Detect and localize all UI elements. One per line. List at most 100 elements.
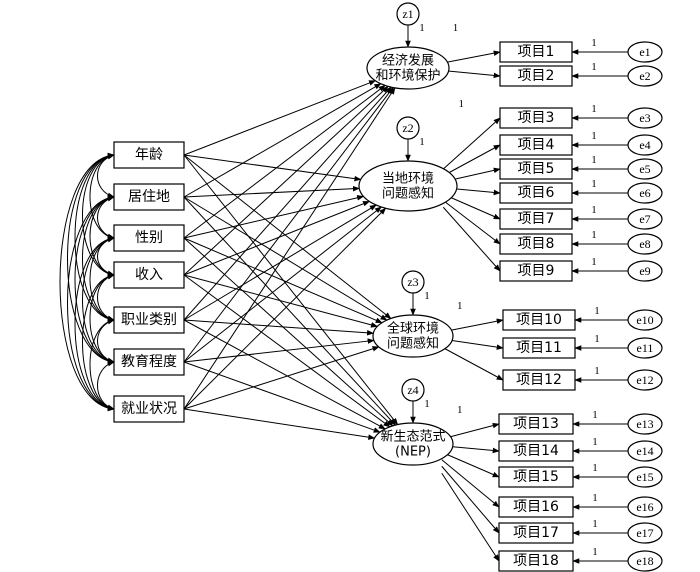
covariance-arcs bbox=[59, 152, 115, 412]
indicator-box bbox=[499, 41, 573, 63]
error-weight: 1 bbox=[592, 462, 598, 474]
regression-path bbox=[183, 83, 382, 198]
loading-path bbox=[443, 144, 501, 177]
disturbance-weight: 1 bbox=[424, 398, 430, 410]
loading-weight: 1 bbox=[453, 22, 459, 34]
indicator-label: 项目10 bbox=[516, 312, 562, 328]
covariance-arc bbox=[74, 194, 115, 365]
predictor-box bbox=[113, 261, 185, 289]
indicator-label: 项目9 bbox=[518, 263, 555, 279]
predictor-box bbox=[113, 141, 185, 169]
loading-path bbox=[442, 117, 501, 170]
error-label: e17 bbox=[636, 526, 653, 540]
indicator-label: 项目5 bbox=[518, 161, 555, 177]
error-weight: 1 bbox=[591, 103, 597, 115]
covariance-arc bbox=[97, 360, 115, 411]
loading-path bbox=[442, 206, 501, 272]
error-circle bbox=[627, 413, 663, 435]
disturbance-weight: 1 bbox=[419, 22, 425, 34]
indicator-box bbox=[499, 208, 573, 230]
loading-weight: 1 bbox=[459, 98, 465, 110]
error-weight: 1 bbox=[594, 365, 600, 377]
regression-path bbox=[183, 80, 376, 156]
error-circle bbox=[627, 550, 663, 572]
error-weight: 1 bbox=[592, 436, 598, 448]
regression-path bbox=[183, 84, 386, 239]
disturbance-circle bbox=[396, 116, 420, 140]
indicator-label: 项目2 bbox=[518, 68, 555, 84]
error-label: e13 bbox=[636, 417, 653, 431]
predictor-label: 教育程度 bbox=[121, 354, 177, 370]
predictor-box bbox=[113, 224, 185, 252]
predictor-box bbox=[113, 395, 185, 423]
error-label: e3 bbox=[639, 111, 650, 125]
disturbance-weight: 1 bbox=[424, 290, 430, 302]
error-label: e7 bbox=[639, 212, 650, 226]
loading-path bbox=[443, 193, 501, 220]
error-weight: 1 bbox=[592, 518, 598, 530]
indicator-box bbox=[498, 440, 574, 462]
disturbance-circle bbox=[401, 378, 425, 402]
indicator-box bbox=[499, 107, 573, 129]
covariance-arc bbox=[82, 236, 115, 364]
error-circle bbox=[627, 233, 663, 255]
indicator-label: 项目12 bbox=[516, 372, 562, 388]
regression-path bbox=[183, 207, 387, 410]
indicator-label: 项目8 bbox=[518, 236, 555, 252]
error-circle bbox=[627, 260, 663, 282]
disturbance-weight: 1 bbox=[419, 136, 425, 148]
regression-path bbox=[183, 346, 380, 410]
indicator-label: 项目6 bbox=[518, 185, 555, 201]
indicator-box bbox=[499, 134, 573, 156]
regression-path bbox=[183, 196, 388, 321]
error-label: e14 bbox=[636, 444, 653, 458]
regression-path bbox=[183, 196, 396, 426]
error-weight: 1 bbox=[591, 229, 597, 241]
covariance-arc bbox=[67, 194, 115, 412]
regression-path bbox=[183, 154, 362, 182]
regression-path bbox=[183, 185, 360, 198]
indicator-box bbox=[499, 65, 573, 87]
predictor-label: 居住地 bbox=[128, 189, 170, 205]
error-circle bbox=[627, 466, 663, 488]
regression-path bbox=[183, 361, 381, 433]
latent-ellipse bbox=[358, 160, 458, 212]
error-circle bbox=[627, 158, 663, 180]
covariance-arc bbox=[89, 236, 115, 322]
indicator-box bbox=[498, 522, 574, 544]
regression-path bbox=[183, 237, 394, 427]
error-circle bbox=[627, 369, 663, 391]
covariance-arc bbox=[82, 273, 115, 411]
structural-paths bbox=[183, 80, 399, 440]
indicator-label: 项目15 bbox=[513, 469, 559, 485]
regression-path bbox=[183, 206, 382, 363]
disturbance-label: z4 bbox=[407, 383, 418, 397]
indicator-label: 项目11 bbox=[516, 340, 562, 356]
error-label: e9 bbox=[639, 264, 650, 278]
error-circle bbox=[627, 309, 663, 331]
disturbance-label: z1 bbox=[402, 7, 413, 21]
error-weight: 1 bbox=[591, 154, 597, 166]
loading-weight: 1 bbox=[457, 300, 463, 312]
error-circle bbox=[627, 337, 663, 359]
loading-path bbox=[441, 465, 500, 534]
indicator-box bbox=[502, 369, 576, 391]
latent-label-line2: 问题感知 bbox=[387, 336, 439, 352]
disturbance-circle bbox=[396, 2, 420, 26]
indicator-box bbox=[499, 233, 573, 255]
indicator-label: 项目1 bbox=[518, 44, 555, 60]
error-weight: 1 bbox=[594, 333, 600, 345]
latent-label-line2: (NEP) bbox=[395, 445, 431, 460]
predictor-box bbox=[113, 348, 185, 376]
error-weight: 1 bbox=[591, 61, 597, 73]
error-label: e18 bbox=[636, 554, 653, 568]
regression-path bbox=[183, 87, 394, 363]
error-label: e6 bbox=[639, 186, 650, 200]
error-weight: 1 bbox=[592, 492, 598, 504]
error-circle bbox=[627, 440, 663, 462]
error-label: e11 bbox=[637, 341, 654, 355]
error-circle bbox=[627, 208, 663, 230]
latent-label-line1: 当地环境 bbox=[382, 172, 434, 187]
